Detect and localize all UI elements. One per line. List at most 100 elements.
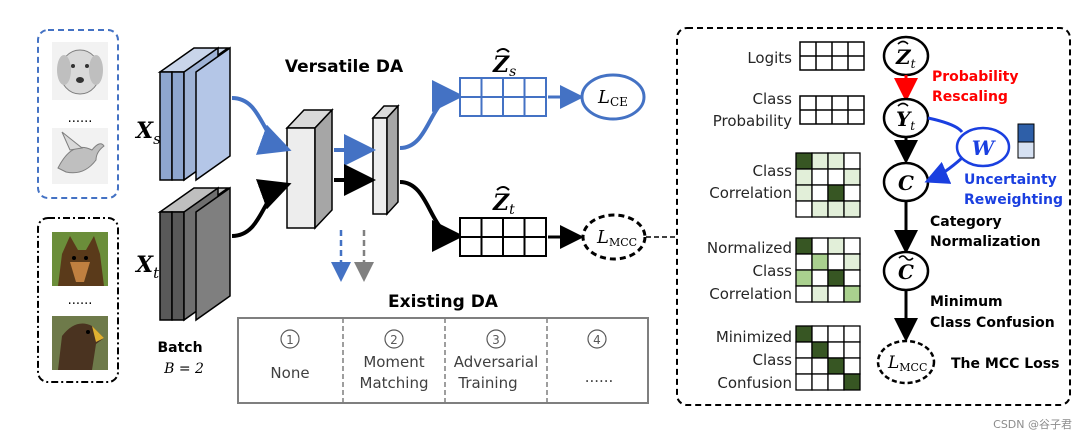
- matrix-cell: [811, 373, 829, 391]
- flow-zt-label: Zt: [895, 45, 916, 71]
- uncertainty-line2: Reweighting: [964, 192, 1063, 208]
- matrix-cell: [795, 357, 813, 375]
- matrix-cell: [843, 341, 861, 359]
- svg-text:4: 4: [593, 333, 601, 347]
- svg-text:Moment: Moment: [363, 353, 424, 371]
- matrix-cell: [795, 152, 813, 170]
- svg-text:1: 1: [286, 333, 294, 347]
- matrix-cell: [827, 325, 845, 343]
- flow-ctilde-label: C: [898, 260, 914, 284]
- matrix-cell: [843, 253, 861, 271]
- category-norm-line1: Category: [930, 214, 1002, 230]
- row-label-normalized-1: Normalized: [707, 239, 792, 257]
- flow-w-label: W: [972, 136, 997, 160]
- matrix-cell: [843, 237, 861, 255]
- target-to-zt-arrow: [399, 180, 464, 252]
- matrix-cell: [811, 152, 829, 170]
- row-label-class-correlation-2: Correlation: [709, 184, 792, 202]
- matrix-cell: [795, 237, 813, 255]
- method-moment-matching: 2 Moment Matching: [360, 329, 429, 392]
- prob-rescaling-line2: Rescaling: [932, 89, 1008, 105]
- row-label-logits: Logits: [747, 49, 792, 67]
- watermark: CSDN @谷子君: [993, 418, 1072, 431]
- bird-sketch-image: [52, 128, 108, 184]
- method-none: 1 None: [270, 329, 310, 382]
- zs-hat: [496, 48, 510, 53]
- matrix-cell: [843, 373, 861, 391]
- matrix-cell: [827, 269, 845, 287]
- eagle-photo-image: [52, 316, 108, 370]
- flow-c-label: C: [898, 171, 914, 195]
- backbone-block-1: [285, 108, 334, 230]
- matrix-cell: [843, 168, 861, 186]
- matrix-cell: [827, 253, 845, 271]
- row-label-normalized-3: Correlation: [709, 285, 792, 303]
- matrix-cell: [843, 184, 861, 202]
- existing-da-box: [237, 317, 649, 404]
- matrix-cell: [795, 285, 813, 303]
- zt-hat: [496, 186, 510, 191]
- svg-text:Training: Training: [457, 374, 517, 392]
- matrix-cell: [811, 325, 829, 343]
- flow-node-w: [955, 126, 1011, 168]
- backbone-block-2: [371, 104, 400, 216]
- flow-node-lmcc: [876, 339, 936, 385]
- logits-mini-grid: [799, 41, 865, 71]
- dog-sketch-image: [52, 42, 108, 100]
- flow-yt-label: Yt: [896, 107, 915, 133]
- flow-lmcc-label: LMCC: [887, 353, 927, 374]
- matrix-cell: [811, 237, 829, 255]
- matrix-cell: [843, 325, 861, 343]
- row-label-minimized-2: Class: [753, 351, 793, 369]
- matrix-cell: [827, 237, 845, 255]
- dog-photo-image: [52, 232, 108, 286]
- svg-text:Matching: Matching: [360, 374, 429, 392]
- source-ellipsis: ......: [68, 111, 93, 126]
- matrix-cell: [827, 341, 845, 359]
- batch-size: B = 2: [163, 361, 204, 377]
- matrix-cell: [827, 200, 845, 218]
- batch-label: Batch: [157, 340, 202, 356]
- source-image-panel: [37, 29, 119, 199]
- matrix-cell: [827, 357, 845, 375]
- lce-label: LCE: [597, 87, 628, 109]
- method-adversarial-training: 3 Adversarial Training: [454, 329, 538, 392]
- zs-logits-grid: [459, 77, 547, 117]
- target-image-panel: [37, 217, 119, 383]
- matrix-cell: [811, 269, 829, 287]
- uncertainty-line1: Uncertainty: [964, 172, 1057, 188]
- row-label-minimized-1: Minimized: [716, 328, 792, 346]
- yt-to-w-line: [927, 116, 964, 134]
- existing-da-title: Existing DA: [388, 292, 499, 312]
- row-label-class-probability-1: Class: [753, 90, 793, 108]
- matrix-cell: [811, 200, 829, 218]
- source-to-zs-arrow: [399, 80, 464, 150]
- matrix-cell: [795, 168, 813, 186]
- versatile-da-title: Versatile DA: [285, 57, 404, 77]
- normalized-correlation-matrix: [795, 237, 861, 303]
- zs-label: Zs: [492, 52, 516, 80]
- row-label-class-probability-2: Probability: [713, 112, 792, 130]
- xt-label: Xt: [134, 252, 160, 282]
- min-conf-line1: Minimum: [930, 294, 1003, 310]
- minimized-confusion-matrix: [795, 325, 861, 391]
- matrix-cell: [811, 184, 829, 202]
- matrix-cell: [843, 200, 861, 218]
- matrix-cell: [795, 253, 813, 271]
- method-more: 4 ......: [585, 329, 613, 386]
- category-norm-line2: Normalization: [930, 234, 1041, 250]
- matrix-cell: [811, 341, 829, 359]
- matrix-cell: [795, 184, 813, 202]
- svg-text:2: 2: [390, 333, 398, 347]
- row-label-minimized-3: Confusion: [717, 374, 792, 392]
- matrix-cell: [843, 152, 861, 170]
- lmcc-node: [581, 213, 647, 261]
- matrix-cell: [811, 168, 829, 186]
- mcc-loss-label: The MCC Loss: [951, 356, 1059, 372]
- zt-label: Zt: [492, 190, 515, 218]
- lmcc-label: LMCC: [596, 227, 637, 249]
- xs-label: Xs: [134, 118, 161, 148]
- matrix-cell: [843, 269, 861, 287]
- matrix-cell: [843, 357, 861, 375]
